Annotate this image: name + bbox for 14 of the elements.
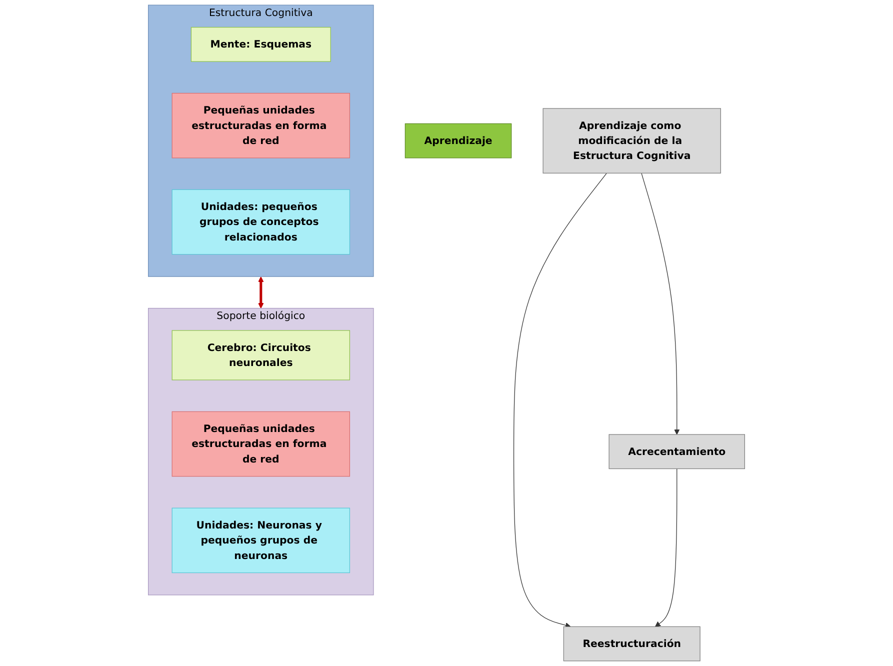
- node-box: Aprendizaje: [404, 123, 512, 158]
- arrow: [654, 468, 678, 627]
- node-box: Cerebro: Circuitos neuronales: [172, 330, 350, 380]
- node-box: Unidades: pequeños grupos de conceptos relacionados: [172, 189, 350, 255]
- node-box: Mente: Esquemas: [190, 26, 331, 62]
- arrow: [513, 172, 607, 628]
- node-box: Pequeñas unidades estructuradas en forma de red: [172, 92, 350, 158]
- node-box: Aprendizaje como modificación de la Estructura Cognitiva: [542, 108, 721, 174]
- node-box: Pequeñas unidades estructuradas en forma de red: [172, 411, 350, 477]
- node-box: Acrecentamiento: [608, 434, 745, 470]
- node-box: Unidades: Neuronas y pequeños grupos de neuronas: [172, 508, 350, 574]
- arrow: [258, 276, 264, 309]
- arrow: [641, 172, 680, 435]
- node-box: Reestructuración: [563, 626, 700, 662]
